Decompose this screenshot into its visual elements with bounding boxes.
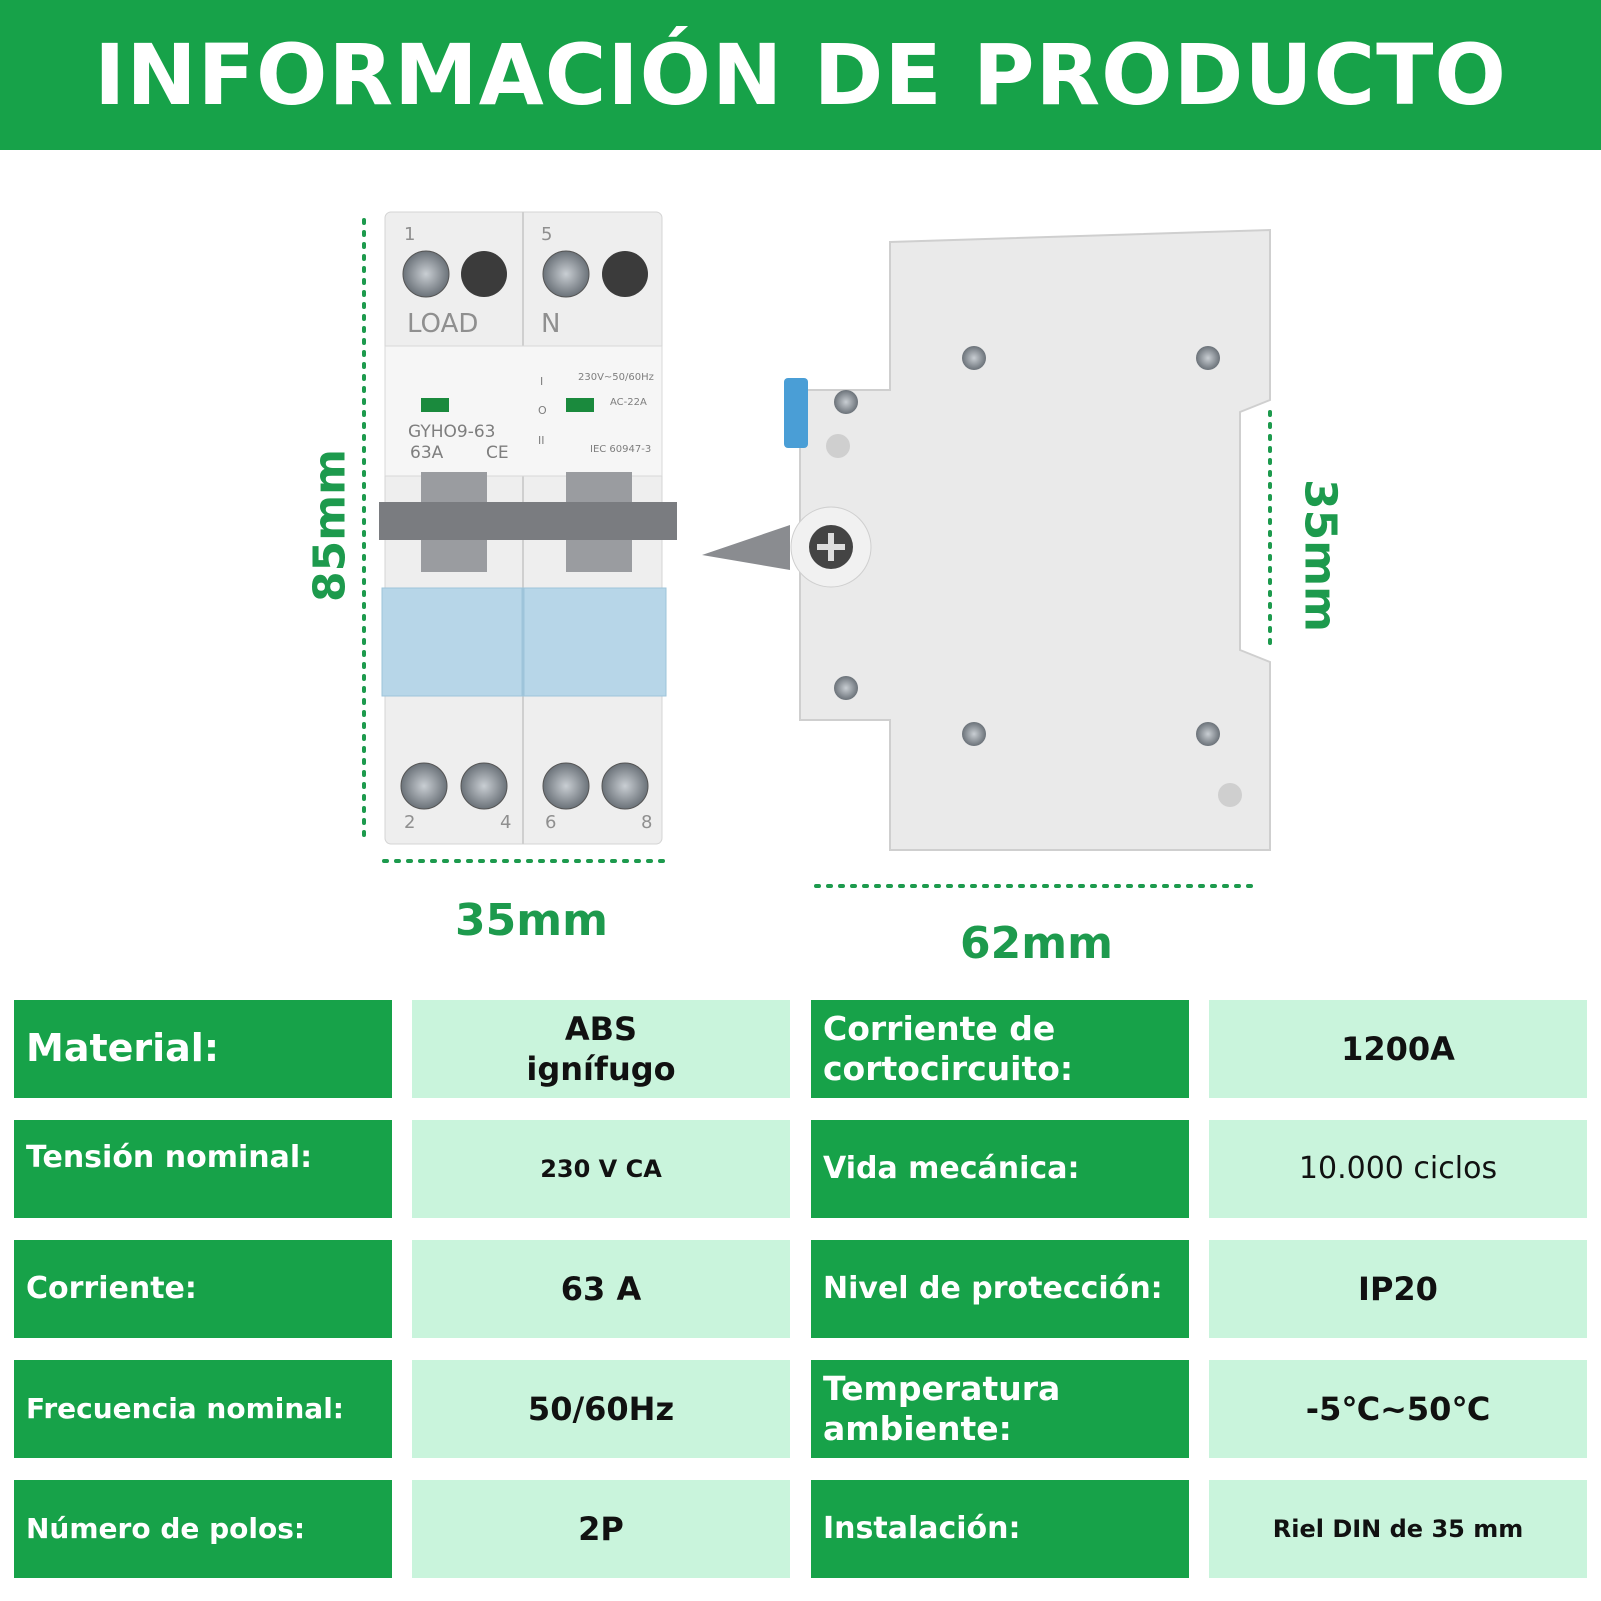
spec-value-material: ABS ignífugo (412, 1000, 790, 1098)
spec-value-rated-voltage: 230 V CA (412, 1120, 790, 1218)
spec-key-mechanical-life: Vida mecánica: (811, 1120, 1189, 1218)
spec-value-short-circuit: 1200A (1209, 1000, 1587, 1098)
label-load: LOAD (407, 309, 478, 339)
position-ii: II (538, 434, 545, 447)
spec-value-current: 63 A (412, 1240, 790, 1338)
device-side-view (702, 228, 1271, 851)
spec-key-short-circuit: Corriente de cortocircuito: (811, 1000, 1189, 1098)
spec-table: Material: ABS ignífugo Corriente de cort… (14, 1000, 1587, 1590)
spec-value-protection-level: IP20 (1209, 1240, 1587, 1338)
spec-standard: IEC 60947-3 (590, 444, 651, 455)
spec-value-mechanical-life: 10.000 ciclos (1209, 1120, 1587, 1218)
spec-key-number-of-poles: Número de polos: (14, 1480, 392, 1578)
terminal-number-4: 4 (500, 812, 511, 833)
spec-key-rated-frequency: Frecuencia nominal: (14, 1360, 392, 1458)
dimension-width-side: 62mm (960, 918, 1113, 969)
header-banner: INFORMACIÓN DE PRODUCTO (0, 0, 1601, 150)
dimension-width-front: 35mm (455, 895, 608, 946)
spec-category: AC-22A (610, 397, 647, 408)
terminal-number-2: 2 (404, 812, 415, 833)
page-title: INFORMACIÓN DE PRODUCTO (94, 26, 1507, 124)
product-illustration: 1 5 LOAD N GYHO9-63 63A CE 230V~50/60Hz … (362, 211, 1272, 888)
spec-value-installation: Riel DIN de 35 mm (1209, 1480, 1587, 1578)
spec-key-rated-voltage: Tensión nominal: (14, 1120, 392, 1218)
spec-value-ambient-temperature: -5℃~50℃ (1209, 1360, 1587, 1458)
spec-key-ambient-temperature: Temperatura ambiente: (811, 1360, 1189, 1458)
spec-key-protection-level: Nivel de protección: (811, 1240, 1189, 1338)
model-label: GYHO9-63 (408, 422, 495, 442)
ce-mark: CE (486, 443, 509, 463)
spec-value-rated-frequency: 50/60Hz (412, 1360, 790, 1458)
dimension-height-side: 35mm (1294, 479, 1346, 632)
terminal-number-8: 8 (641, 812, 652, 833)
device-front-view (379, 211, 677, 845)
terminal-number-6: 6 (545, 812, 556, 833)
rating-label: 63A (410, 443, 444, 463)
position-i: I (540, 375, 543, 388)
label-n: N (541, 309, 560, 339)
spec-key-current: Corriente: (14, 1240, 392, 1338)
position-o: O (538, 404, 547, 417)
terminal-number-5: 5 (541, 224, 552, 245)
spec-value-number-of-poles: 2P (412, 1480, 790, 1578)
product-figure: 1 5 LOAD N GYHO9-63 63A CE 230V~50/60Hz … (0, 150, 1601, 980)
spec-key-installation: Instalación: (811, 1480, 1189, 1578)
terminal-number-1: 1 (404, 224, 415, 245)
spec-voltage: 230V~50/60Hz (578, 372, 654, 383)
spec-key-material: Material: (14, 1000, 392, 1098)
dimension-height-front: 85mm (304, 449, 356, 602)
